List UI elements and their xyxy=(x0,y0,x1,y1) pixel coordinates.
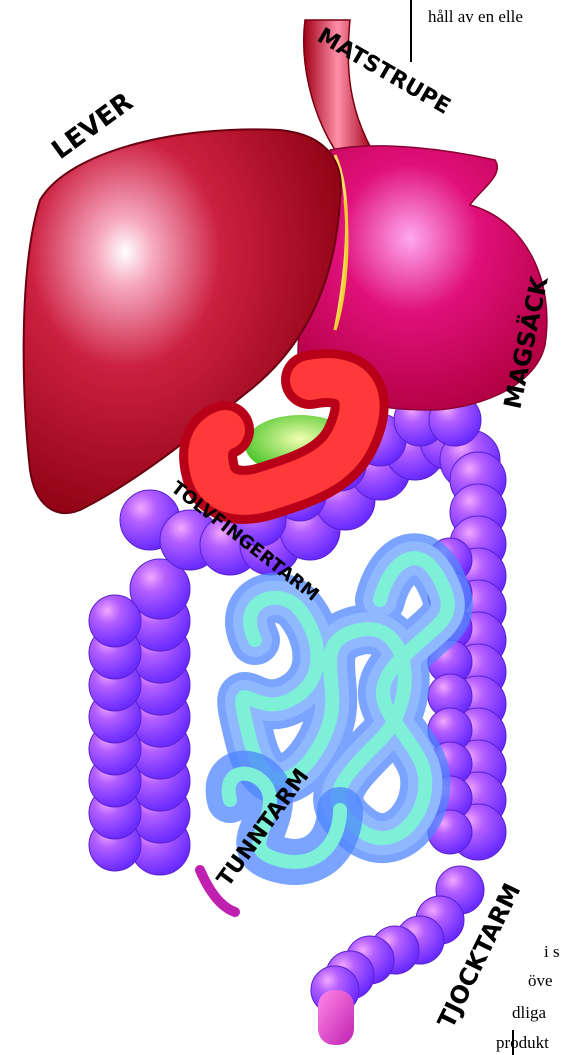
rectum xyxy=(318,990,354,1045)
colon-segment xyxy=(89,595,141,647)
